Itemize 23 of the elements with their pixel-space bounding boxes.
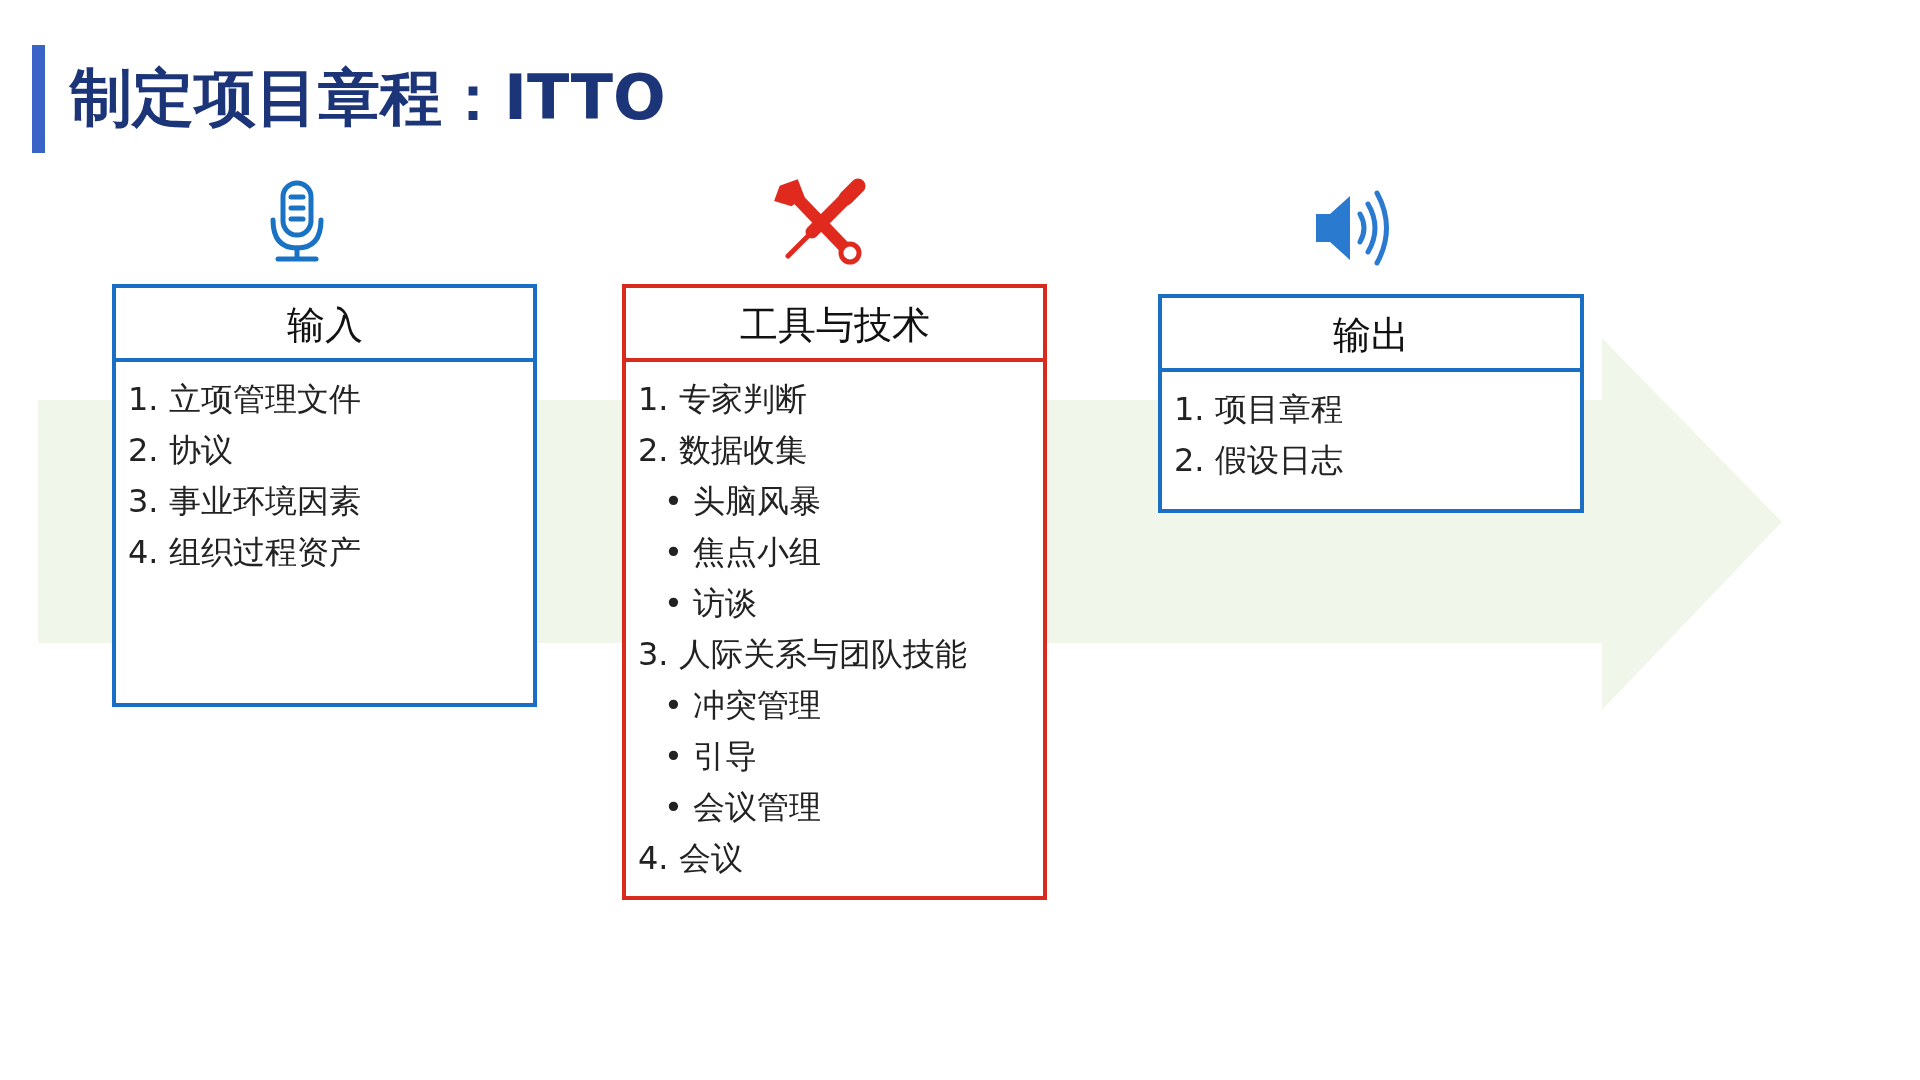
list-box [1158,294,1584,513]
list-item: 1. 项目章程 [1173,389,1343,430]
bullet-item: • 焦点小组 [663,532,822,573]
list-box [112,284,537,707]
title: 制定项目章程：ITTO [70,60,666,136]
box-heading: 工具与技术 [626,288,1043,362]
bullet-item: • 引导 [663,736,758,777]
list-item: 2. 假设日志 [1173,440,1343,481]
bullet-item: • 头脑风暴 [663,481,822,522]
box-heading: 输入 [116,288,533,362]
list-item: 4. 会议 [637,838,743,879]
list-item: 3. 人际关系与团队技能 [637,634,967,675]
bullet-item: • 冲突管理 [663,685,822,726]
bullet-item: • 访谈 [663,583,758,624]
list-item: 1. 专家判断 [637,379,807,420]
list-item: 2. 协议 [127,430,233,471]
list-box [622,284,1047,900]
list-item: 3. 事业环境因素 [127,481,361,522]
list-item: 2. 数据收集 [637,430,807,471]
box-heading: 输出 [1162,298,1580,372]
list-item: 1. 立项管理文件 [127,379,361,420]
list-item: 4. 组织过程资产 [127,532,361,573]
bullet-item: • 会议管理 [663,787,822,828]
